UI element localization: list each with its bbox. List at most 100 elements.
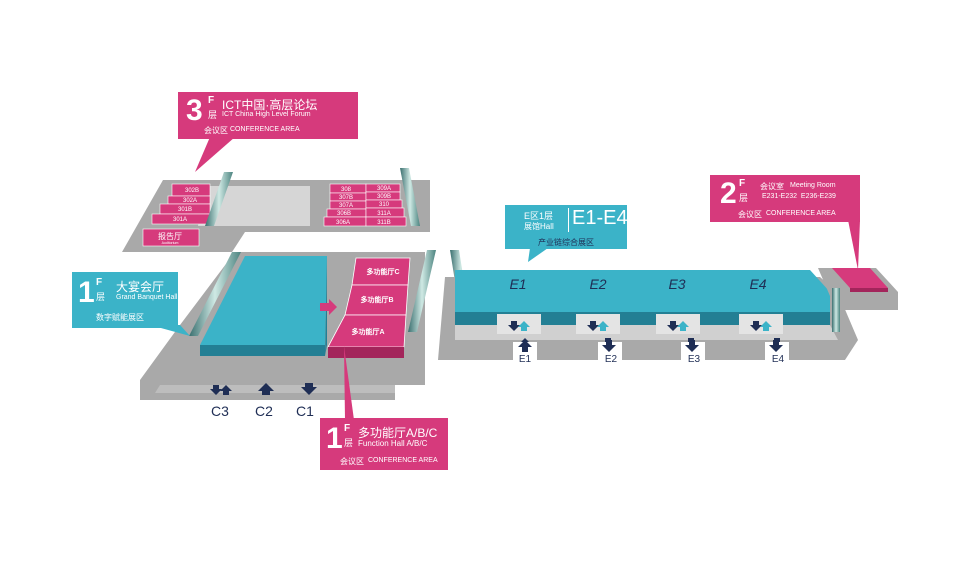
hall-e2-label: E2 bbox=[589, 276, 606, 292]
room-302b-label: 302B bbox=[185, 188, 199, 194]
floor-number: 1 bbox=[78, 276, 95, 309]
callout-title-en: Meeting Room bbox=[790, 182, 836, 189]
entrance-c1: C1 bbox=[296, 403, 314, 419]
grand-banquet-hall[interactable] bbox=[200, 256, 327, 356]
room-auditorium[interactable] bbox=[142, 228, 200, 247]
room-310-label: 310 bbox=[379, 202, 390, 208]
callout-e-zone bbox=[505, 205, 627, 249]
room-numbers: E231-E232 E236-E239 bbox=[762, 193, 836, 200]
hall-e4-label: E4 bbox=[749, 276, 766, 292]
callout-1f-banquet bbox=[72, 272, 178, 328]
floor-number: 1 bbox=[326, 422, 343, 455]
arrow-down-icon bbox=[210, 385, 222, 395]
arrow-down-icon bbox=[301, 383, 317, 395]
entrance-arrows-c bbox=[210, 383, 317, 395]
entrance-c2: C2 bbox=[255, 403, 273, 419]
hall-range: E1-E4 bbox=[572, 207, 628, 229]
callout-2f-meeting bbox=[710, 175, 860, 222]
zone-label: E区1层 bbox=[524, 211, 554, 221]
zone-cn: 数字赋能展区 bbox=[96, 313, 144, 322]
zone-subtitle: 产业链综合展区 bbox=[538, 238, 594, 247]
floor-1f-left: 多功能厅C 多功能厅B 多功能厅A C3 C2 C1 bbox=[140, 250, 472, 419]
floor-number: 3 bbox=[186, 94, 203, 127]
room-309b-label: 309B bbox=[377, 194, 391, 200]
zone-en: CONFERENCE AREA bbox=[766, 210, 836, 217]
arrow-down-icon bbox=[769, 340, 783, 352]
entrance-c3: C3 bbox=[211, 403, 229, 419]
zone-en: CONFERENCE AREA bbox=[368, 457, 438, 464]
function-halls[interactable]: 多功能厅C 多功能厅B 多功能厅A bbox=[327, 257, 411, 358]
hall-label: 展馆Hall bbox=[524, 222, 554, 231]
zone-cn: 会议区 bbox=[204, 126, 228, 135]
callout-3f-forum bbox=[178, 92, 358, 139]
function-hall-a-label: 多功能厅A bbox=[351, 327, 384, 336]
auditorium-label: 报告厅 bbox=[158, 231, 182, 241]
callout-title: 多功能厅A/B/C bbox=[358, 426, 438, 440]
meeting-room-2f[interactable] bbox=[832, 268, 888, 288]
escalator-icon bbox=[408, 250, 436, 332]
room-311a-label: 311A bbox=[377, 211, 391, 217]
arrow-up-icon bbox=[220, 385, 232, 395]
function-hall-b-label: 多功能厅B bbox=[360, 295, 393, 304]
divider bbox=[568, 208, 569, 232]
arrow-up-icon bbox=[518, 321, 530, 331]
room-307b-label: 307B bbox=[339, 195, 353, 201]
arrow-down-icon bbox=[750, 321, 762, 331]
exhibition-hall-e1-e4[interactable] bbox=[455, 270, 830, 312]
arrow-down-icon bbox=[667, 321, 679, 331]
entrance-e2: E2 bbox=[605, 354, 618, 365]
arrow-down-icon bbox=[587, 321, 599, 331]
hall-e1-label: E1 bbox=[509, 276, 526, 292]
room-302a-label: 302A bbox=[183, 198, 197, 204]
floor-3f: 302B 302A 301B 301A 308 307B 307A 306B 3… bbox=[122, 168, 430, 252]
direction-arrow-icon bbox=[320, 299, 337, 315]
zone-cn: 会议区 bbox=[738, 210, 762, 219]
callout-title: 大宴会厅 bbox=[116, 280, 165, 294]
floor-f: F bbox=[208, 95, 215, 106]
room-306a-label: 306A bbox=[336, 220, 350, 226]
escalator-icon bbox=[189, 252, 241, 336]
callout-title: ICT中国·高层论坛 bbox=[222, 98, 318, 112]
floor-number: 2 bbox=[720, 177, 737, 210]
floor-label: 层 bbox=[96, 292, 106, 302]
escalator-icon bbox=[205, 172, 233, 226]
entrance-e3: E3 bbox=[688, 354, 701, 365]
arrow-up-icon bbox=[597, 321, 609, 331]
callout-1f-function bbox=[320, 418, 448, 470]
callout-subtitle: Function Hall A/B/C bbox=[358, 439, 428, 448]
escalator-icon bbox=[832, 288, 840, 332]
arrow-up-icon bbox=[518, 340, 532, 352]
room-311b-label: 311B bbox=[377, 220, 391, 226]
floor-f: F bbox=[739, 178, 746, 189]
function-hall-c-label: 多功能厅C bbox=[366, 267, 399, 276]
floor-e-zone: E1 E2 E3 E4 E1 E2 E3 E4 bbox=[438, 268, 898, 365]
hall-e3-label: E3 bbox=[668, 276, 685, 292]
room-311b[interactable] bbox=[365, 216, 407, 227]
room-301b-label: 301B bbox=[178, 207, 192, 213]
arrow-up-icon bbox=[258, 383, 274, 395]
arrow-down-icon bbox=[508, 321, 520, 331]
arrow-up-icon bbox=[760, 321, 772, 331]
zone-cn: 会议区 bbox=[340, 457, 364, 466]
floor-label: 层 bbox=[739, 193, 749, 203]
room-301a-label: 301A bbox=[173, 217, 187, 223]
floor-f: F bbox=[96, 277, 103, 288]
floor-label: 层 bbox=[344, 438, 354, 448]
entrance-e1: E1 bbox=[519, 354, 532, 365]
arrow-down-icon bbox=[602, 340, 616, 352]
arrow-up-icon bbox=[677, 321, 689, 331]
entrance-e4: E4 bbox=[772, 354, 785, 365]
e-entrance-arrows bbox=[508, 321, 772, 331]
escalator-icon bbox=[400, 168, 420, 226]
callout-title: 会议室 bbox=[760, 182, 784, 191]
auditorium-en-label: Auditorium bbox=[162, 241, 179, 245]
callout-subtitle: Grand Banquet Hall bbox=[116, 294, 178, 301]
room-309a-label: 309A bbox=[377, 186, 391, 192]
floor-label: 层 bbox=[208, 110, 218, 120]
callout-subtitle: ICT China High Level Forum bbox=[222, 111, 311, 118]
floor-f: F bbox=[344, 423, 351, 434]
arrow-down-icon bbox=[685, 340, 699, 352]
zone-en: CONFERENCE AREA bbox=[230, 126, 300, 133]
room-308-label: 308 bbox=[341, 187, 352, 193]
